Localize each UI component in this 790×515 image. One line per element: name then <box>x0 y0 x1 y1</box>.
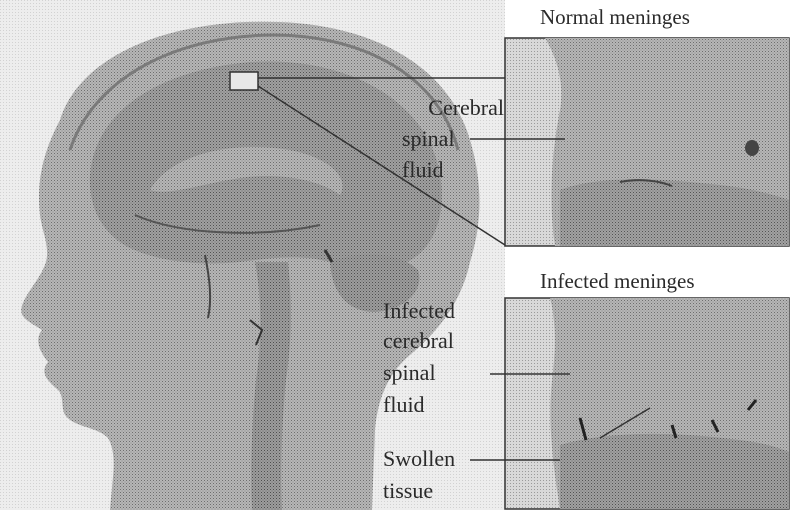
infected-brain-surface <box>560 434 789 509</box>
magnify-callout-box <box>230 72 258 90</box>
swollen-label-line-2: tissue <box>383 478 433 504</box>
infected-csf-label-line-1: Infected <box>383 298 455 324</box>
infected-csf-label-line-3: spinal <box>383 360 436 386</box>
normal-meninges-title: Normal meninges <box>540 4 690 30</box>
infected-meninges-title: Infected meninges <box>540 268 695 294</box>
normal-cell-marker <box>745 140 759 156</box>
infected-csf-label-line-2: cerebral <box>383 328 454 354</box>
csf-label-line-3: fluid <box>402 157 444 183</box>
infected-csf-label-line-4: fluid <box>383 392 425 418</box>
swollen-label-line-1: Swollen <box>383 446 455 472</box>
csf-label-line-1: Cerebral <box>400 95 504 121</box>
csf-label-line-2: spinal <box>402 126 455 152</box>
